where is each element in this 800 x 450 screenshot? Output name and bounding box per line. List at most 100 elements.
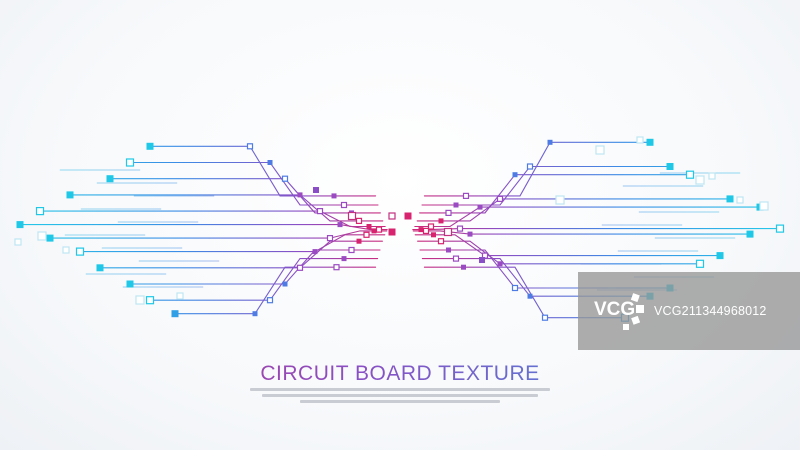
circuit-pad [62,246,70,254]
circuit-pad [736,196,744,204]
circuit-trace [419,174,691,214]
circuit-pad [477,204,483,210]
circuit-pad [176,292,184,300]
circuit-trace [79,234,386,253]
fine-print-line [250,388,550,391]
circuit-pad [418,227,424,233]
circuit-pad [388,212,396,220]
circuit-trace [129,161,379,206]
circuit-pad [443,227,453,237]
circuit-pads [14,136,785,322]
stock-watermark: VCG VCG211344968012 [578,272,800,350]
circuit-pad [96,264,104,272]
circuit-trace [412,228,781,231]
circuit-trace [19,224,388,231]
circuit-trace [149,258,379,301]
circuit-pad [333,264,340,271]
circuit-pad [462,192,470,199]
circuit-pad [347,211,357,221]
circuit-pad [282,281,288,287]
circuit-pad [66,191,74,199]
circuit-pad [685,170,695,179]
circuit-pad [135,295,145,305]
circuit-pad [35,207,45,216]
circuit-pad [759,201,769,211]
circuit-trace [417,240,701,265]
circuit-trace [149,145,377,197]
circuit-pad [695,175,705,185]
circuit-pad [355,217,363,224]
circuit-traces-left [19,145,388,315]
circuit-trace [174,266,377,315]
fine-print-line [262,394,538,397]
circuit-pad [297,192,303,198]
circuit-pad [75,247,85,256]
circuit-pad [14,238,22,246]
circuit-pad [16,221,24,229]
circuit-trace [421,165,671,206]
circuit-trace [412,230,751,235]
circuit-pad [467,231,473,237]
circuit-pad [363,231,370,238]
circuit-pad [497,261,503,267]
circuit-pad [296,264,304,271]
circuit-trace [49,230,388,239]
circuit-pad [695,259,705,268]
circuit-pad [547,139,553,145]
circuit-pad [422,227,430,234]
circuit-pad [266,297,274,304]
circuit-pad [555,195,565,205]
circuit-pad [666,163,674,170]
circuit-pad [479,257,485,263]
circuit-pad [126,280,134,288]
circuit-pad [326,235,334,242]
vcg-logo: VCG [578,272,652,350]
circuit-pad [461,264,466,270]
circuit-pad [708,172,716,180]
circuit-pad [313,187,319,193]
circuit-pad [427,223,435,230]
circuit-pad [281,175,289,182]
circuit-pad [445,209,452,216]
circuit-pad [438,218,444,224]
circuit-pad [595,145,605,155]
circuit-pad [366,224,372,229]
circuit-pad [541,314,549,321]
circuit-pad [775,224,785,233]
circuit-pad [337,222,343,228]
vcg-logo-text: VCG [594,299,636,320]
circuit-pad [267,160,273,165]
circuit-pad [404,212,412,220]
circuit-trace [414,206,761,228]
circuit-pad [726,195,734,203]
circuit-trace [99,240,383,269]
circuit-pad [526,163,534,170]
circuit-pad [312,249,318,255]
circuit-pad [371,228,377,234]
circuit-pad [437,238,445,245]
circuit-pad [646,138,654,146]
circuit-pad [37,231,47,241]
circuit-pad [527,293,533,299]
circuit-pad [316,208,324,215]
circuit-pad [453,202,459,208]
circuit-pad [716,252,724,260]
circuit-trace [423,141,651,197]
circuit-pad [496,195,504,202]
circuit-pad [511,284,519,292]
circuit-pad [246,143,254,150]
circuit-board-title: CIRCUIT BOARD TEXTURE [0,362,800,386]
circuit-pad [106,175,114,183]
circuit-pad [375,226,383,233]
circuit-pad [388,228,396,236]
circuit-pad [252,311,258,317]
circuit-pad [431,232,436,238]
circuit-pad [125,158,135,167]
circuit-pad [452,255,460,262]
circuit-pad [341,256,347,262]
circuit-pad [356,238,362,244]
circuit-pad [46,234,54,242]
circuit-pad [146,142,154,150]
circuit-pad [348,246,355,254]
circuit-pad [145,296,155,305]
